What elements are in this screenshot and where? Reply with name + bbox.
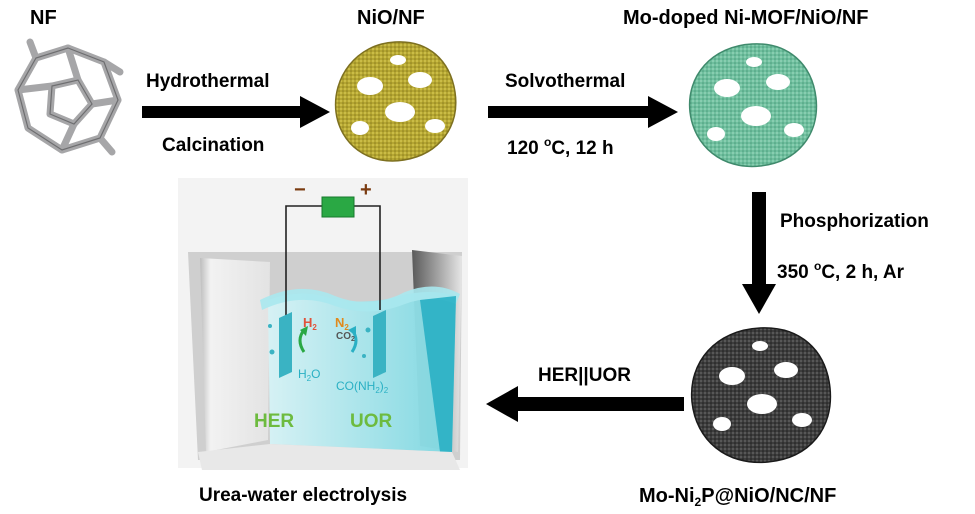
final-foam-icon [690,327,832,464]
step4-label: HER||UOR [538,365,631,386]
step3-bottom: 350 oC, 2 h, Ar [777,259,905,283]
nio-nf-foam-icon [334,41,457,162]
label-nf: NF [30,7,57,29]
h2-label: H2 [303,315,317,332]
co2-label: CO2 [336,331,355,344]
step3-top: Phosphorization [780,211,929,232]
arrow-1 [142,96,330,128]
minus-sign: − [294,179,306,201]
plus-sign: + [360,179,372,201]
mof-foam-icon [688,43,818,168]
uor-label: UOR [350,411,393,432]
label-final: Mo-Ni2P@NiO/NC/NF [639,485,837,509]
nf-foam-icon [14,38,124,156]
arrow-down [742,192,776,314]
cell-caption: Urea-water electrolysis [199,485,408,506]
arrow-left [486,386,684,422]
label-nio-nf: NiO/NF [357,7,425,29]
label-mof: Mo-doped Ni-MOF/NiO/NF [623,7,869,29]
urea-label: CO(NH2)2 [336,379,389,395]
electrolysis-cell [178,178,468,470]
h2o-label: H2O [298,367,321,383]
step2-top: Solvothermal [505,71,626,92]
arrow-2 [488,96,678,128]
her-label: HER [254,411,295,432]
step1-top: Hydrothermal [146,71,270,92]
step1-bottom: Calcination [162,135,265,156]
n2-label: N2 [335,315,349,332]
step2-bottom: 120 oC, 12 h [507,135,614,159]
